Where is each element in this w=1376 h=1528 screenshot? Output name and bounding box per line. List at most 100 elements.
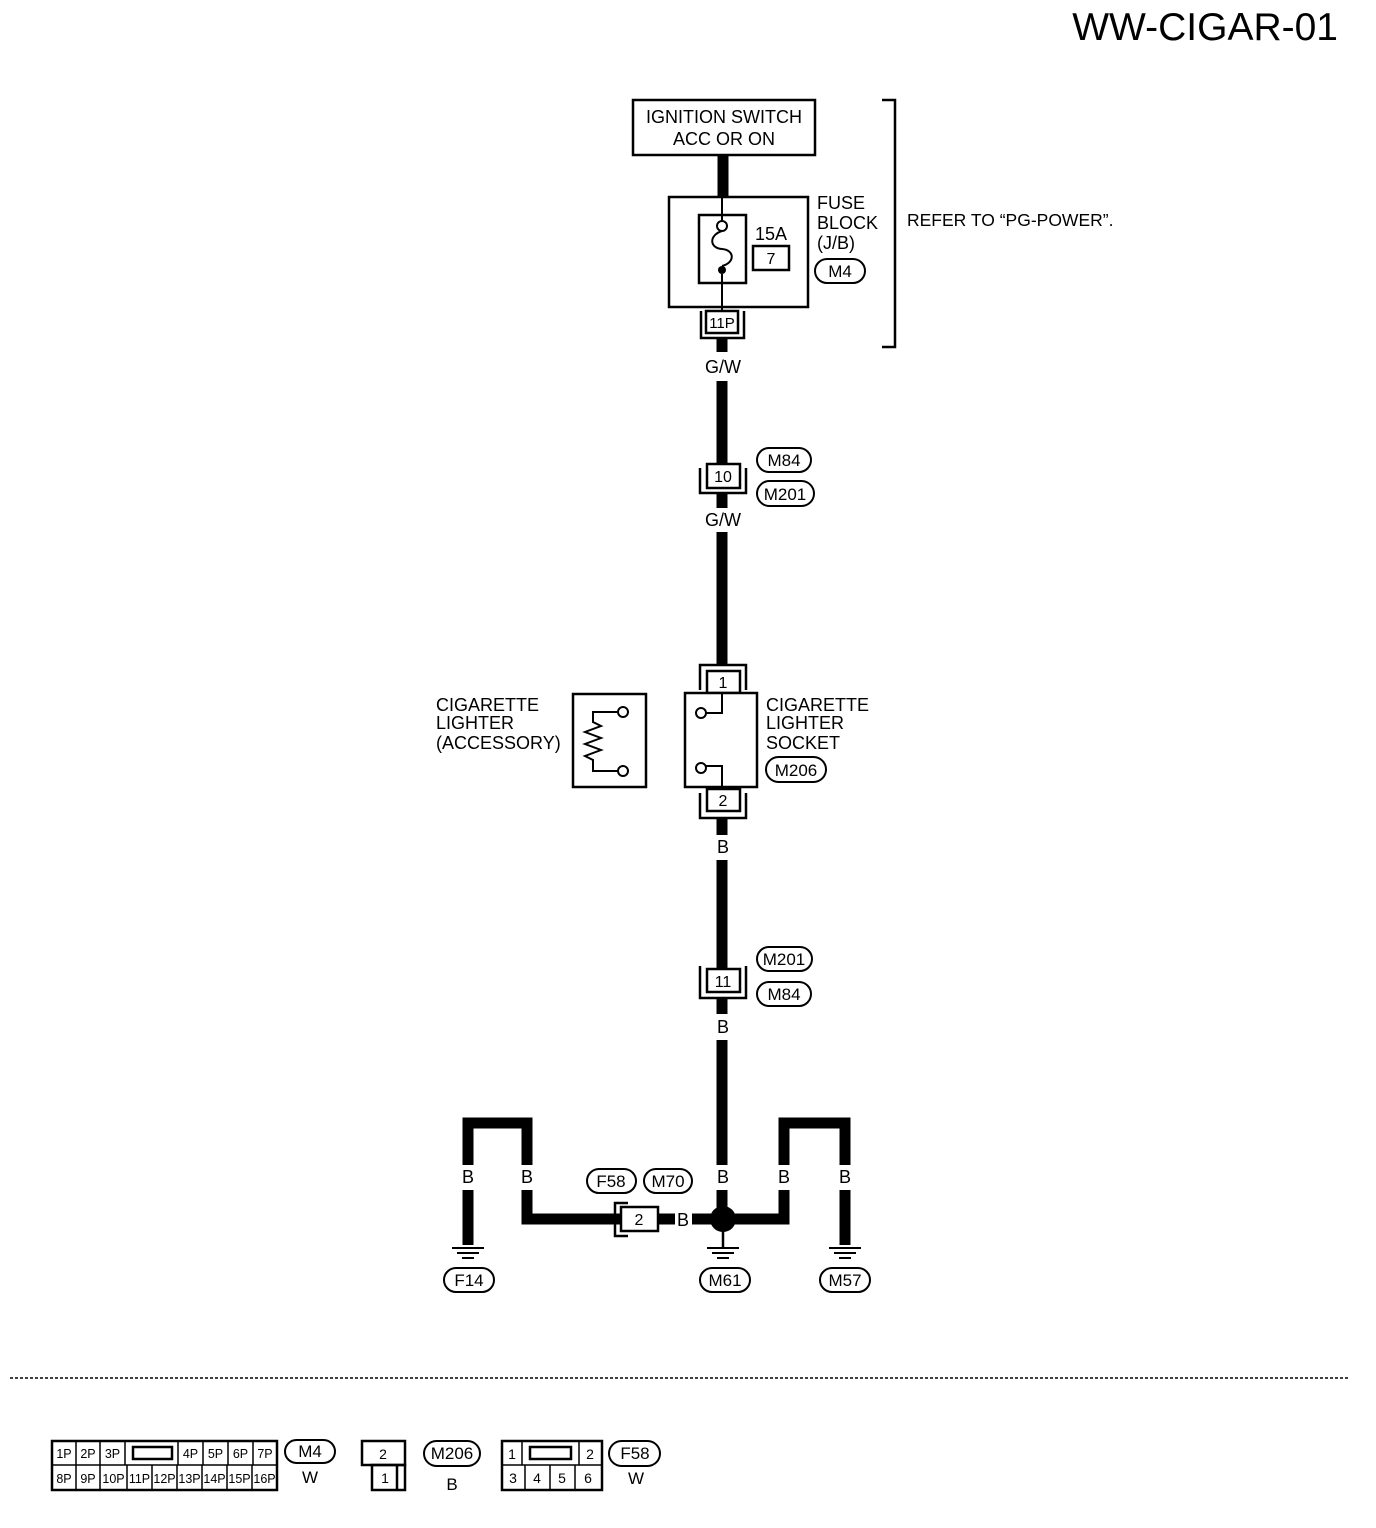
connector-id: M4 xyxy=(298,1442,322,1461)
cigarette-lighter-accessory: CIGARETTE LIGHTER (ACCESSORY) xyxy=(436,692,648,789)
pin-label: 14P xyxy=(203,1472,225,1486)
wire-color-label: B xyxy=(521,1167,533,1187)
connector-id: M201 xyxy=(763,950,806,969)
refer-bracket: REFER TO “PG-POWER”. xyxy=(882,98,1113,349)
connector-view-m4: 1P 2P 3P 4P 5P 6P 7P 8P 9P 10P 11P 12P 1… xyxy=(50,1439,336,1492)
connector-id: M4 xyxy=(828,262,852,281)
pin-label: 2 xyxy=(586,1446,594,1462)
socket-label: CIGARETTE xyxy=(766,695,869,715)
main-harness xyxy=(716,155,729,1208)
connector-id-pill xyxy=(423,1440,481,1467)
pin-label: 3 xyxy=(509,1470,517,1486)
ground-id-pill xyxy=(819,1267,871,1293)
connector-shell xyxy=(698,663,748,690)
pin-label: 6 xyxy=(584,1470,592,1486)
pin-label: 6P xyxy=(233,1447,248,1461)
connector-id: F58 xyxy=(620,1444,649,1463)
ground-id: M57 xyxy=(828,1271,861,1290)
fuse-block-label: (J/B) xyxy=(817,233,855,253)
fuse-block-label: FUSE xyxy=(817,193,865,213)
pin-label: 9P xyxy=(80,1472,95,1486)
connector-color: B xyxy=(446,1475,457,1494)
wire-color-label: G/W xyxy=(705,510,741,530)
connector-view-m206: 2 1 M206 B xyxy=(360,1439,481,1494)
wire-color-label: B xyxy=(677,1210,689,1230)
wire-color-label: B xyxy=(462,1167,474,1187)
fuse-number: 7 xyxy=(767,251,776,268)
connector-shell xyxy=(699,311,746,340)
ignition-switch-state: ACC OR ON xyxy=(673,129,775,149)
pin-label: 1 xyxy=(508,1446,516,1462)
socket-label: LIGHTER xyxy=(766,713,844,733)
connector-id: F58 xyxy=(596,1172,625,1191)
connector-terminal xyxy=(705,462,742,490)
socket-label: SOCKET xyxy=(766,733,840,753)
pin-label: 3P xyxy=(105,1447,120,1461)
connector-shell xyxy=(698,468,748,495)
connector-id: M70 xyxy=(651,1172,684,1191)
accessory-label: LIGHTER xyxy=(436,713,514,733)
connector-color: W xyxy=(302,1468,318,1487)
connector-shell xyxy=(698,966,748,1000)
terminal-number: 2 xyxy=(719,793,728,810)
pin-label: 13P xyxy=(178,1472,200,1486)
pin-label: 2 xyxy=(379,1446,387,1462)
connector-id: M84 xyxy=(767,451,800,470)
page-id: WW-CIGAR-01 xyxy=(1072,6,1338,49)
socket-contact xyxy=(695,762,707,774)
connector-id-pill xyxy=(284,1439,336,1464)
socket-lead xyxy=(706,765,723,787)
ignition-switch-label: IGNITION SWITCH xyxy=(646,107,802,127)
wire-color-label: B xyxy=(717,1017,729,1037)
wire-color-label: G/W xyxy=(705,357,741,377)
pin-label: 7P xyxy=(257,1447,272,1461)
terminal-number: 2 xyxy=(635,1212,644,1229)
ground-icon xyxy=(707,1247,739,1259)
terminal-number: 1 xyxy=(719,675,728,692)
ground-id-pill xyxy=(443,1267,495,1293)
fuse-block: 15A 7 FUSE BLOCK (J/B) M4 11P xyxy=(667,193,878,340)
accessory-body xyxy=(571,692,648,789)
terminal-number: 10 xyxy=(714,469,732,486)
connector-face xyxy=(370,1463,407,1492)
wire-segment xyxy=(521,1190,621,1225)
connector-id-pill xyxy=(814,258,866,284)
splice-dot xyxy=(710,1206,736,1232)
fuse-terminal-dot xyxy=(718,266,726,274)
pin-label: 1 xyxy=(381,1470,389,1486)
connector-id-pill xyxy=(756,480,815,507)
connector-id-pill xyxy=(608,1440,661,1467)
wire-color-label: B xyxy=(839,1167,851,1187)
pin-label: 1P xyxy=(56,1447,71,1461)
heating-element-icon xyxy=(582,711,618,772)
pin-label: 5 xyxy=(558,1470,566,1486)
ground-icon xyxy=(829,1247,861,1259)
pin-label: 2P xyxy=(80,1447,95,1461)
terminal-number: 11P xyxy=(709,315,735,332)
pin-label: 8P xyxy=(56,1472,71,1486)
wire-color-label: B xyxy=(778,1167,790,1187)
connector-id-pill xyxy=(643,1168,693,1194)
wire-color-label: B xyxy=(717,1167,729,1187)
connector-terminal xyxy=(619,1205,660,1233)
connector-id: M201 xyxy=(764,485,807,504)
connector-terminal xyxy=(705,787,742,813)
connector-id-pill xyxy=(756,946,813,972)
connector-id: M206 xyxy=(431,1444,474,1463)
pin-label: 11P xyxy=(129,1472,150,1486)
pin-label: 5P xyxy=(208,1447,223,1461)
connector-view-f58: 1 2 3 4 5 6 F58 W xyxy=(500,1439,661,1492)
socket-lead xyxy=(706,693,723,714)
connector-id: M84 xyxy=(767,985,800,1004)
pin-label: 10P xyxy=(102,1472,124,1486)
connector-id-pill xyxy=(756,981,812,1007)
ignition-switch: IGNITION SWITCH ACC OR ON xyxy=(631,98,817,157)
accessory-label: CIGARETTE xyxy=(436,695,539,715)
connector-terminal xyxy=(705,967,742,994)
ignition-switch-box xyxy=(631,98,817,157)
fuse-rating: 15A xyxy=(755,224,787,244)
connector-terminal xyxy=(704,309,740,335)
wire-color-label: B xyxy=(717,837,729,857)
pin-label: 4P xyxy=(183,1447,198,1461)
connector-color: W xyxy=(628,1469,644,1488)
